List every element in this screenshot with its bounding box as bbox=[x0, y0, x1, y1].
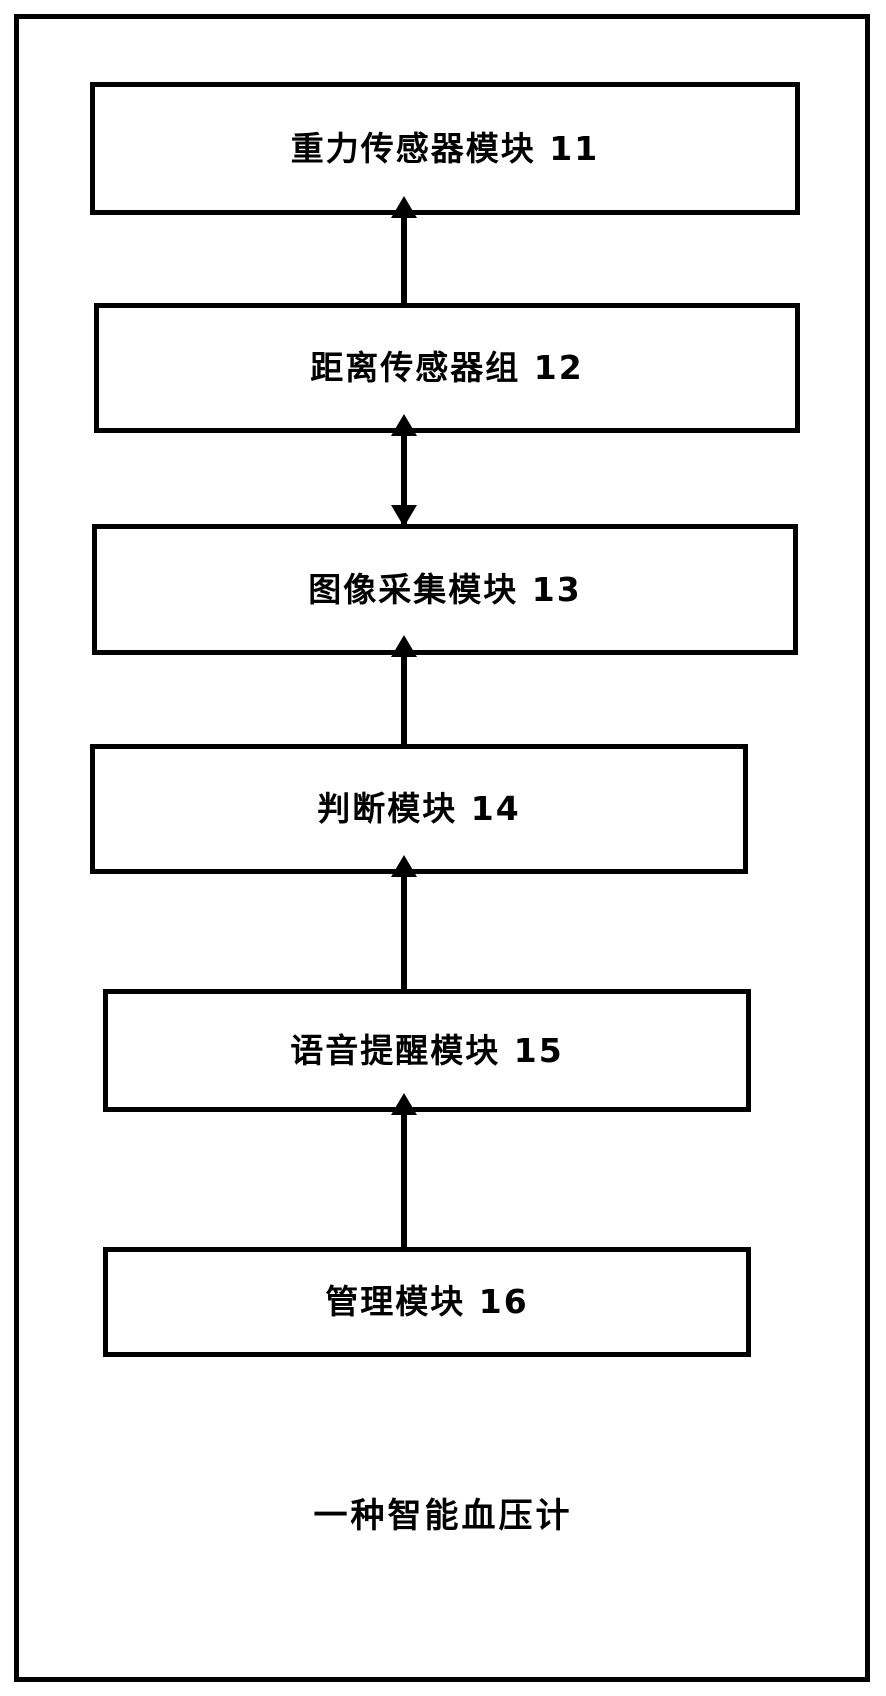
connector-line-14-to-13 bbox=[401, 653, 407, 746]
connector-line-15-to-14 bbox=[401, 872, 407, 991]
block-gravity-sensor-module: 重力传感器模块 11 bbox=[90, 82, 800, 215]
block-distance-sensor-group: 距离传感器组 12 bbox=[94, 303, 800, 433]
arrowhead-up-into-block-14 bbox=[391, 855, 417, 877]
connector-line-13-to-12 bbox=[401, 431, 407, 526]
block-label: 重力传感器模块 11 bbox=[290, 128, 600, 168]
connector-line-16-to-15 bbox=[401, 1110, 407, 1249]
arrowhead-up-into-block-15 bbox=[391, 1093, 417, 1115]
arrowhead-up-into-block-12 bbox=[391, 414, 417, 436]
connector-line-12-to-11 bbox=[401, 213, 407, 305]
block-management-module: 管理模块 16 bbox=[103, 1247, 751, 1357]
block-voice-reminder-module: 语音提醒模块 15 bbox=[103, 989, 751, 1112]
block-label: 图像采集模块 13 bbox=[308, 569, 582, 609]
block-image-acquisition-module: 图像采集模块 13 bbox=[92, 524, 798, 655]
figure-caption: 一种智能血压计 bbox=[313, 1496, 573, 1536]
arrowhead-down-into-block-13 bbox=[391, 505, 417, 527]
arrowhead-up-into-block-13-bottom bbox=[391, 635, 417, 657]
block-label: 判断模块 14 bbox=[317, 789, 521, 829]
block-label: 语音提醒模块 15 bbox=[290, 1030, 564, 1070]
block-label: 管理模块 16 bbox=[325, 1282, 529, 1322]
arrowhead-up-into-block-11 bbox=[391, 196, 417, 218]
block-label: 距离传感器组 12 bbox=[310, 348, 584, 388]
block-judgment-module: 判断模块 14 bbox=[90, 744, 748, 874]
